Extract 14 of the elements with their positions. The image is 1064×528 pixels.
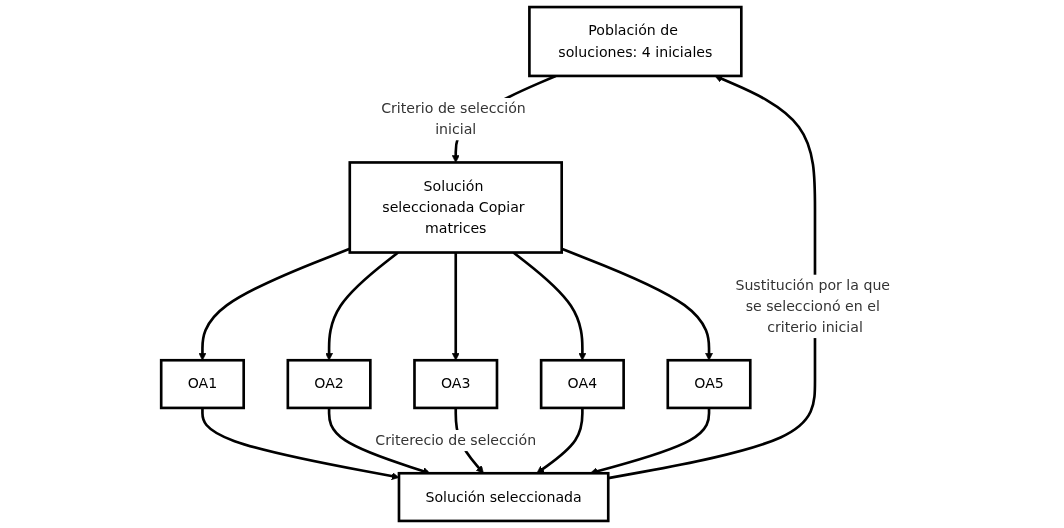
edge-label: Criterecio de selección	[375, 431, 536, 449]
node-box: OA5	[666, 358, 752, 410]
node-box: OA1	[159, 358, 245, 410]
node-box: Población de soluciones: 4 iniciales	[527, 5, 743, 78]
node-box: Solución seleccionada Copiar matrices	[348, 161, 563, 254]
arrow	[560, 247, 713, 361]
edge-label: Sustitución por la que se seleccionó en el criterio inicial	[735, 276, 890, 336]
node-box: OA3	[412, 358, 499, 410]
arrow	[536, 407, 584, 474]
node-box: OA2	[286, 358, 372, 410]
node-box: OA4	[539, 358, 625, 410]
arrow	[451, 252, 460, 361]
edge-label: Criterio de selección inicial	[380, 99, 526, 138]
node-box: Solución seleccionada	[397, 471, 610, 523]
